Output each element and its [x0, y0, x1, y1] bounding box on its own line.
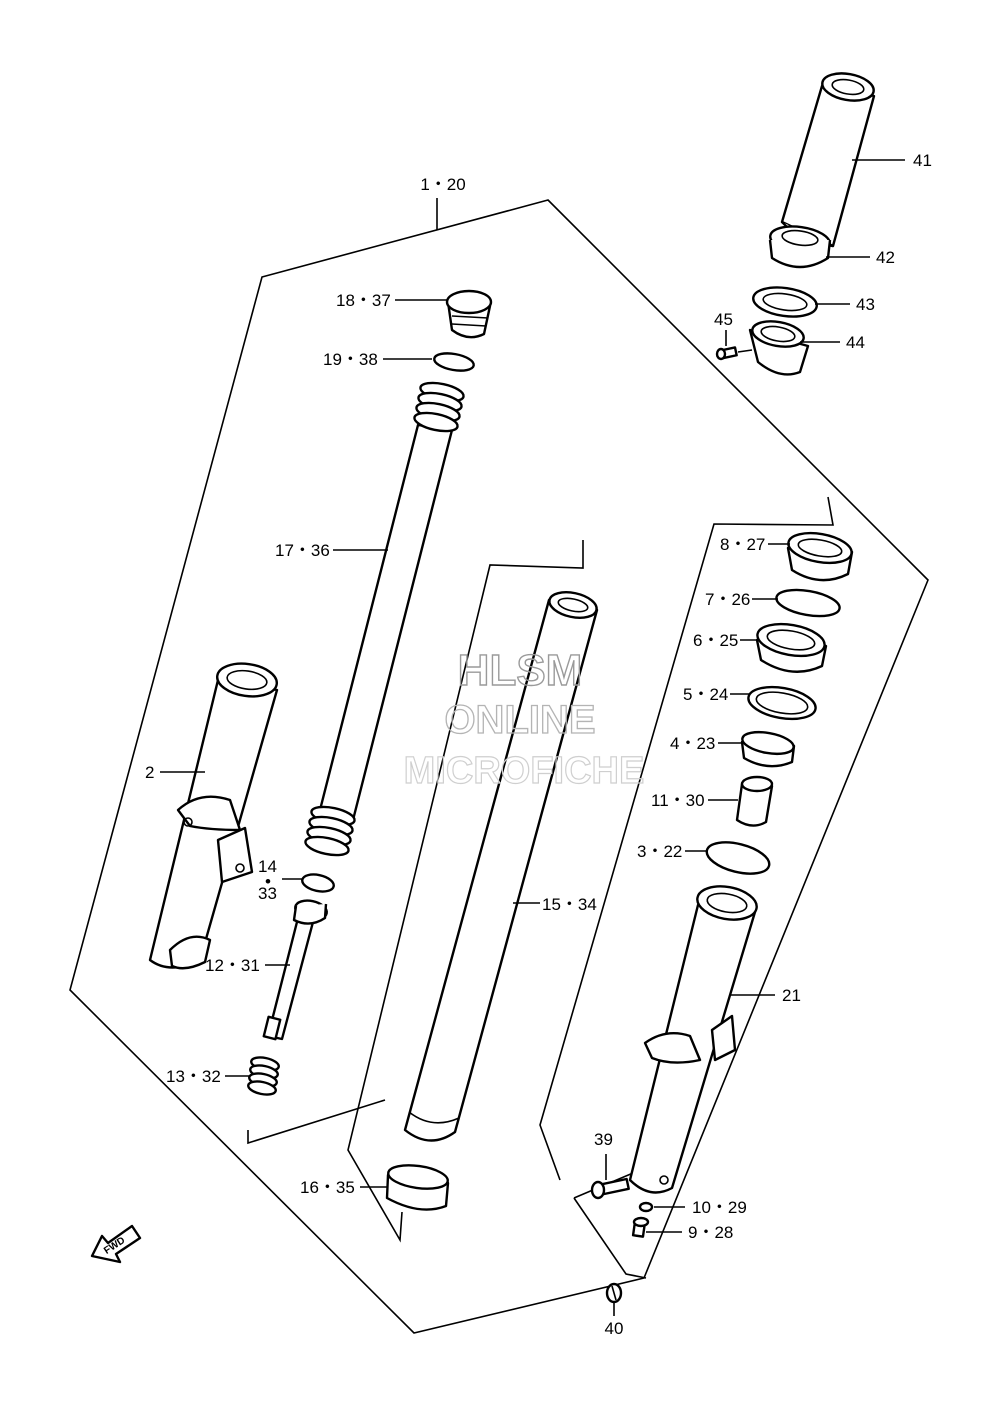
slide-bushing	[385, 1164, 450, 1211]
label-39: 39	[594, 1130, 613, 1149]
damper-rod	[262, 899, 328, 1041]
guide-bushing	[740, 730, 796, 768]
label-21: 21	[782, 986, 801, 1005]
label-14: 14	[258, 857, 277, 876]
label-41: 41	[913, 151, 932, 170]
watermark-line-1: HLSM	[458, 646, 583, 695]
label-16-35: 16・35	[300, 1178, 355, 1197]
fork-boot	[780, 72, 876, 248]
inner-tube	[403, 591, 599, 1142]
label-2: 2	[145, 763, 154, 782]
cap-bolt	[445, 289, 493, 339]
label-45: 45	[714, 310, 733, 329]
oil-lock-piece	[735, 775, 774, 827]
label-1-20: 1・20	[420, 175, 465, 194]
washer	[752, 286, 818, 318]
label-9-28: 9・28	[688, 1223, 733, 1242]
watermark: HLSM ONLINE MICROFICHE	[403, 645, 645, 792]
rebound-spring	[247, 1056, 280, 1096]
gasket	[638, 1201, 654, 1213]
stopper-ring	[775, 588, 841, 618]
watermark-line-3: MICROFICHE	[404, 750, 645, 792]
label-40: 40	[605, 1319, 624, 1338]
fork-clamp	[748, 320, 810, 376]
label-6-25: 6・25	[693, 631, 738, 650]
label-42: 42	[876, 248, 895, 267]
label-18-37: 18・37	[336, 291, 391, 310]
label-5-24: 5・24	[683, 685, 728, 704]
clamp-bolt	[715, 346, 738, 361]
outer-tube-left	[148, 662, 279, 970]
dust-seal	[786, 531, 854, 582]
forward-arrow-icon: FWD	[90, 1224, 142, 1264]
label-13-32: 13・32	[166, 1067, 221, 1086]
assembly-outline	[69, 199, 929, 1334]
inner-bracket-left	[247, 1099, 386, 1145]
drain-screw	[631, 1216, 650, 1238]
piston-ring	[301, 873, 335, 893]
snap-ring	[705, 841, 771, 875]
label-15-34: 15・34	[542, 895, 597, 914]
label-7-26: 7・26	[705, 590, 750, 609]
oil-seal	[755, 622, 828, 673]
label-44: 44	[846, 333, 865, 352]
o-ring	[433, 352, 475, 372]
label-4-23: 4・23	[670, 734, 715, 753]
part-labels: 1・20 18・37 19・38 17・36 2 14 • 33 12・31 1…	[145, 151, 932, 1338]
label-33: 33	[258, 884, 277, 903]
seal-washer	[747, 685, 817, 721]
watermark-line-2: ONLINE	[444, 698, 595, 742]
cap-plug	[605, 1282, 623, 1304]
label-14-dot: •	[265, 872, 271, 891]
label-3-22: 3・22	[637, 842, 682, 861]
fork-spring	[304, 381, 465, 857]
inner-bracket-middle	[347, 540, 584, 1243]
outer-tube-right	[628, 885, 758, 1194]
label-12-31: 12・31	[205, 956, 260, 975]
label-19-38: 19・38	[323, 350, 378, 369]
label-17-36: 17・36	[275, 541, 330, 560]
label-8-27: 8・27	[720, 535, 765, 554]
label-11-30: 11・30	[651, 791, 705, 810]
label-10-29: 10・29	[692, 1198, 747, 1217]
inner-bracket-right	[539, 496, 834, 1181]
damper-bolt	[590, 1177, 630, 1200]
label-43: 43	[856, 295, 875, 314]
spacer-nut	[768, 225, 832, 269]
